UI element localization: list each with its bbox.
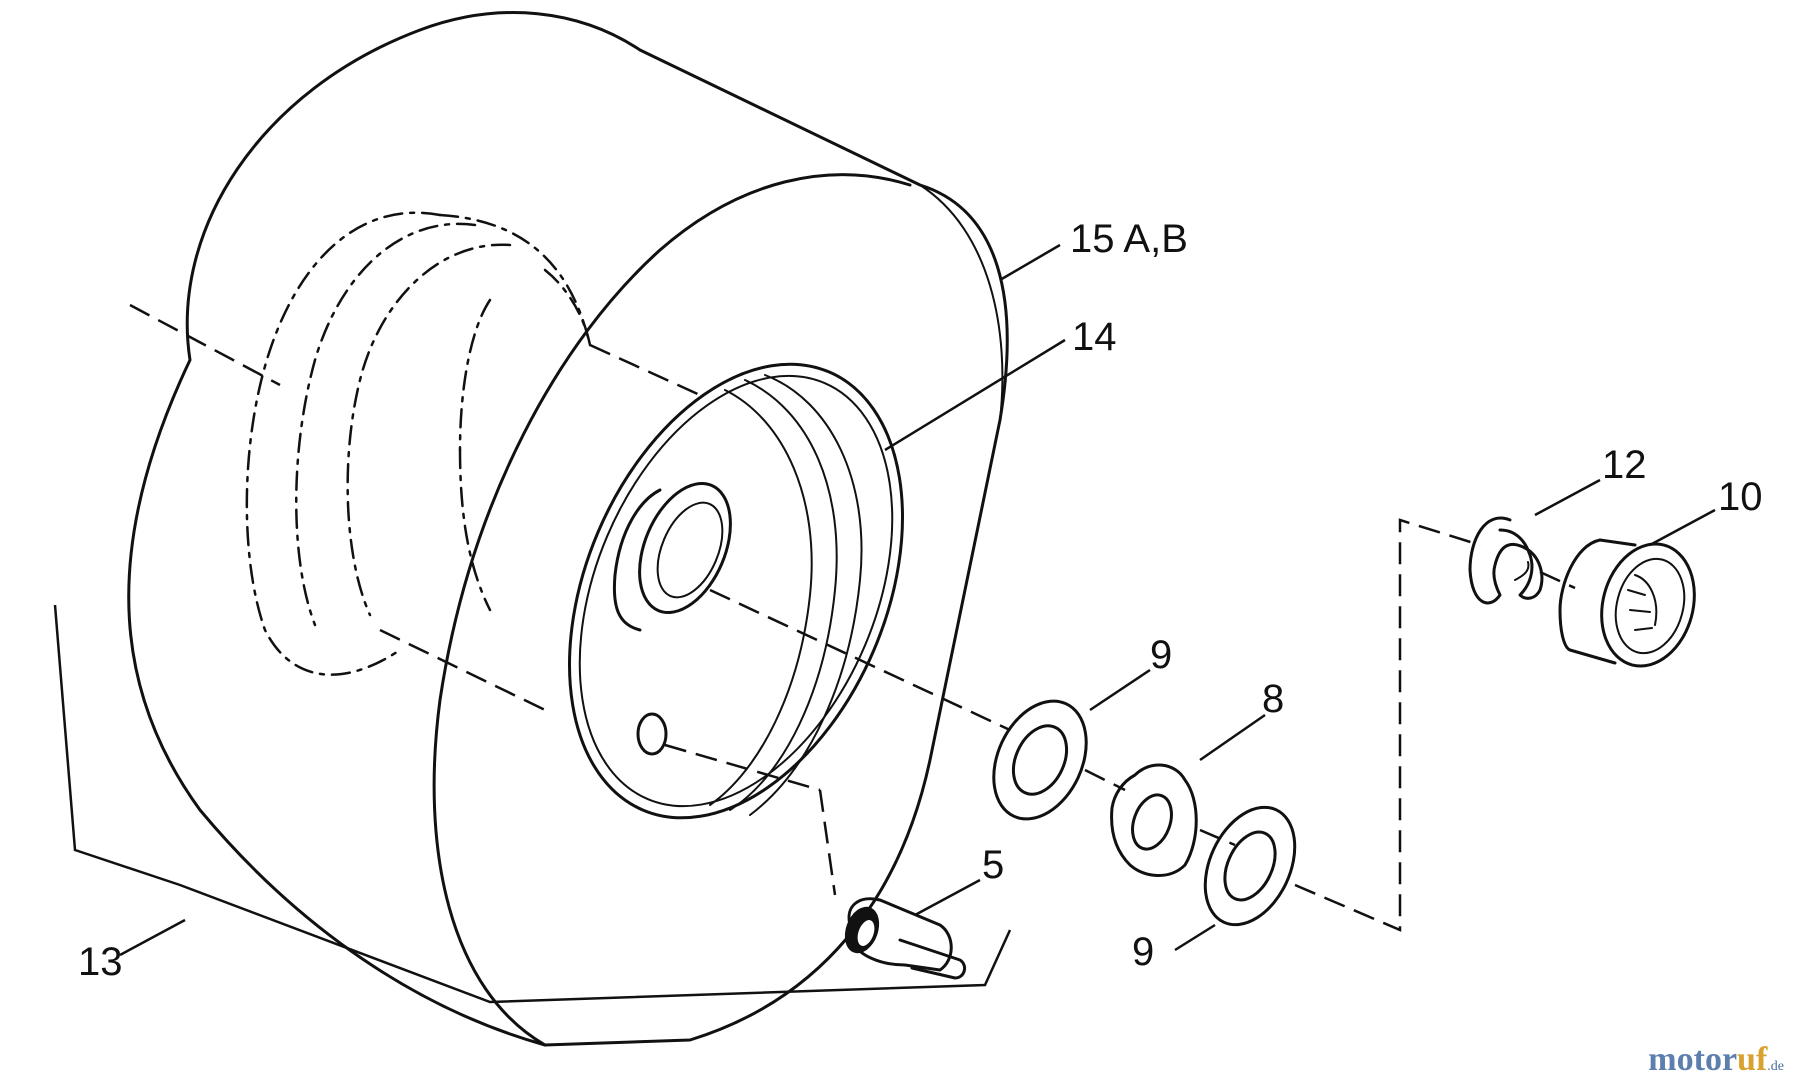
leader-12 <box>1534 478 1601 517</box>
leader-14 <box>884 338 1066 452</box>
leader-9-inner <box>1174 923 1216 952</box>
valve-drop-dashed <box>818 789 837 896</box>
callout-valve-stem: 5 <box>982 843 1004 887</box>
callout-bearing: 10 <box>1718 475 1763 519</box>
axle-centerline <box>129 303 281 387</box>
retaining-ring <box>1468 516 1544 605</box>
leader-15 <box>999 243 1061 282</box>
callout-washer-outer: 9 <box>1150 633 1172 677</box>
callout-spacer: 8 <box>1262 677 1284 721</box>
assembly-bracket <box>53 604 1012 1004</box>
valve-stem <box>844 897 967 980</box>
leader-8 <box>1199 713 1266 762</box>
axle-centerline-hidden <box>379 628 546 712</box>
washer-to-bearing-dashed <box>1294 518 1481 932</box>
callout-rim: 14 <box>1072 315 1117 359</box>
spacer <box>1110 763 1198 877</box>
axle-centerline-inner <box>589 343 701 397</box>
callout-wheel-assembly: 13 <box>78 940 123 984</box>
callout-retaining-ring: 12 <box>1602 443 1647 487</box>
valve-leader-dashed <box>664 743 821 792</box>
ring-to-bearing-dashed <box>1539 570 1576 590</box>
callout-tire: 15 A,B <box>1070 217 1188 261</box>
bearing <box>1558 538 1696 668</box>
axle-to-washers <box>709 588 1011 732</box>
leader-13 <box>119 918 186 957</box>
hidden-inner-rim <box>245 211 592 676</box>
washer-outer <box>992 699 1088 821</box>
spacer-to-washer <box>1199 828 1236 847</box>
leader-5 <box>914 878 981 917</box>
washer-inner <box>1203 805 1297 927</box>
leader-10 <box>1649 508 1716 547</box>
watermark-logo: motoruf.de <box>1648 1041 1784 1078</box>
tire <box>127 11 1009 1047</box>
callout-washer-inner: 9 <box>1132 930 1154 974</box>
leader-9-outer <box>1089 668 1151 712</box>
washer-to-spacer <box>1084 768 1126 792</box>
rim <box>568 362 904 820</box>
